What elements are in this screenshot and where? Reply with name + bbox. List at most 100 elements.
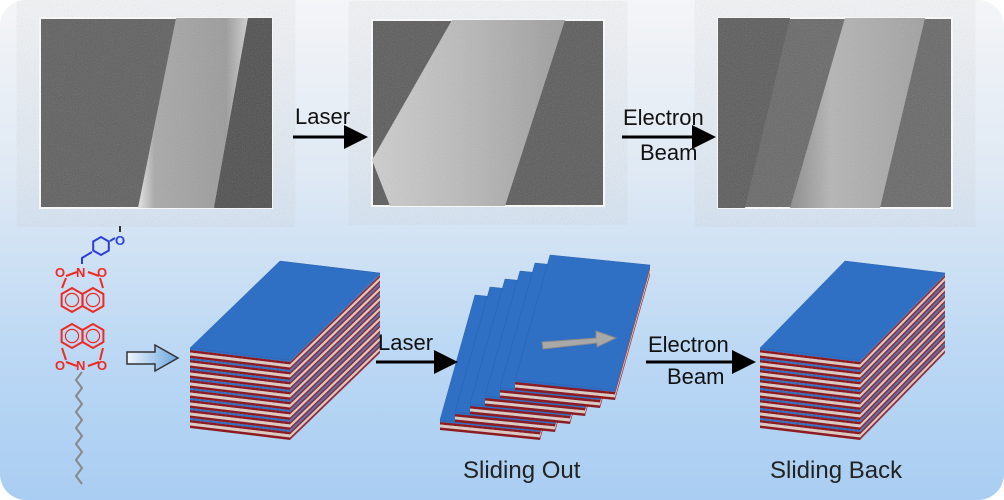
slab-front-stripe [190,388,290,402]
slab-side-stripe [290,320,380,410]
slab-side-stripe [860,345,945,435]
slab-side-stripe [615,267,650,395]
slab-front-stripe [760,355,860,370]
slab-side-stripe [860,323,945,412]
atom-n-bottom: N [76,358,85,373]
slab-side-stripe [290,315,380,405]
slab-side-stripe [290,283,380,372]
bottom-laser-label: Laser [378,330,433,355]
slab-front-stripe [190,418,290,432]
slab-front-stripe [190,350,290,365]
slab-front-stripe [470,406,570,419]
slab-front-stripe [760,362,860,378]
slab-front-stripe [190,375,290,390]
slab-front-stripe [760,410,860,425]
slab-front-stripe [760,352,860,368]
slab-front-stripe [760,372,860,388]
slab-front-stripe [760,398,860,412]
slab-side-stripe [860,287,945,378]
aromatic-ring [64,292,80,308]
slab-front-stripe [190,360,290,375]
slab-front-stripe [760,360,860,375]
alkyl-chain [74,371,84,485]
slab-front-stripe [190,378,290,392]
aromatic-ring [85,328,101,344]
slab-front-stripe [760,388,860,402]
slab-side-stripe [290,335,380,425]
slab-front-stripe [440,424,540,438]
slab-top-face [514,254,651,391]
slab-front-stripe [760,385,860,400]
aromatic-ring [85,292,101,308]
slab-front-stripe [760,368,860,382]
assembly-arrow [126,343,180,373]
slab-front-stripe [515,380,615,392]
stacks-layer [189,254,946,440]
slab-side-stripe [290,285,380,375]
bond [99,347,104,361]
atom-n-top: N [76,265,85,280]
slab-side-stripe [860,310,945,400]
atom-o: O [55,265,65,280]
slab-side-stripe [860,350,945,440]
sem-image-after-electron-beam [717,17,953,209]
slab-side-stripe [290,333,380,422]
slab-side-stripe [290,293,380,382]
slab-side-stripe [860,340,945,430]
slab-front-stripe [455,419,555,432]
slab-front-stripe [190,410,290,425]
slab-front-stripe [500,390,600,403]
slab-front-stripe [190,395,290,410]
slab-front-stripe [190,415,290,430]
bond [99,277,104,289]
slab-front-stripe [485,400,585,414]
slab-front-stripe [440,422,540,435]
slab-front-stripe [760,400,860,415]
ring-bond [81,322,105,350]
aromatic-ring [64,328,80,344]
slab-front-stripe [455,416,555,430]
slab-front-stripe [190,348,290,362]
slab-side-stripe [290,340,380,430]
caption-sliding-back: Sliding Back [770,457,903,484]
slab-front-stripe [190,380,290,395]
ring-bond [81,286,105,314]
slab-side-stripe [860,305,945,395]
bond [61,277,67,289]
slab-side-stripe [860,317,945,408]
slab-side-stripe [860,347,945,438]
slab-side-stripe [860,320,945,410]
slab-front-stripe [760,425,860,440]
slab-side-stripe [860,273,945,362]
slab-top-face [759,260,946,361]
slab-front-stripe [190,362,290,378]
slab-side-stripe [860,343,945,432]
slab-front-stripe [760,390,860,405]
slab-front-stripe [470,411,570,424]
stacked-layers-initial [189,260,381,440]
bond [65,271,78,277]
slab-side-stripe [860,327,945,418]
bond [87,361,100,367]
slab-front-stripe [760,378,860,392]
slab-front-stripe [760,382,860,398]
slab-top-face [189,260,381,361]
stacked-layers-restored [759,260,946,440]
slab-side-stripe [290,347,380,438]
slab-front-stripe [760,412,860,428]
top-laser-label: Laser [295,104,350,129]
slab-front-stripe [190,352,290,368]
slab-front-stripe [190,370,290,385]
slab-front-stripe [190,422,290,438]
slab-side-stripe [290,330,380,420]
slab-front-stripe [515,384,615,398]
ring-bond [60,286,84,314]
slab-side-stripe [290,337,380,428]
slab-front-stripe [760,395,860,410]
slab-front-stripe [190,420,290,435]
slab-side-stripe [290,300,380,390]
slab-side-stripe [615,269,650,398]
slab-side-stripe [860,297,945,388]
slab-side-stripe [860,325,945,415]
slab-front-stripe [190,425,290,440]
